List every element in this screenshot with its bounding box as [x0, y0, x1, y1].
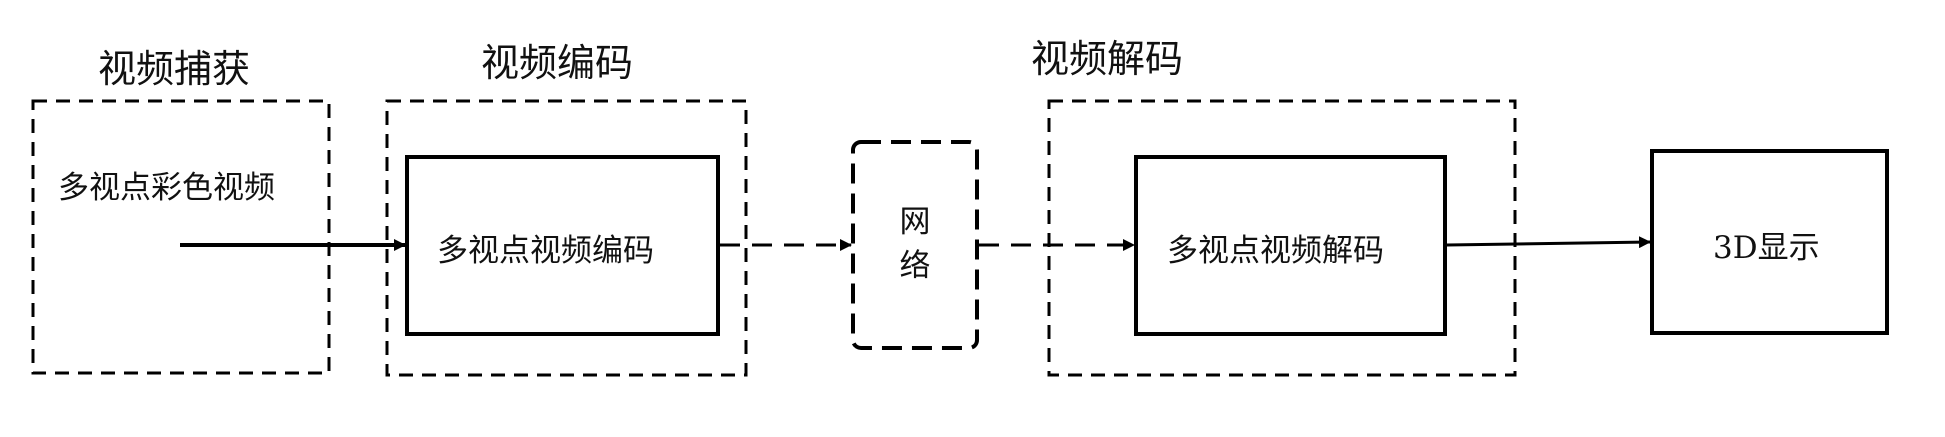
encode-content: 多视点视频编码: [437, 225, 654, 270]
network-label: 网 络: [898, 200, 932, 288]
decode-content: 多视点视频解码: [1167, 225, 1384, 270]
network-label-line2: 络: [898, 244, 932, 288]
network-label-line1: 网: [898, 200, 932, 244]
decode-title: 视频解码: [1031, 28, 1183, 83]
capture-content: 多视点彩色视频: [58, 162, 275, 207]
display-content: 3D显示: [1713, 222, 1820, 267]
capture-group-frame: [33, 101, 329, 373]
capture-title: 视频捕获: [98, 38, 250, 93]
encode-title: 视频编码: [481, 32, 633, 87]
decode-to-display-arrow: [1447, 242, 1650, 245]
